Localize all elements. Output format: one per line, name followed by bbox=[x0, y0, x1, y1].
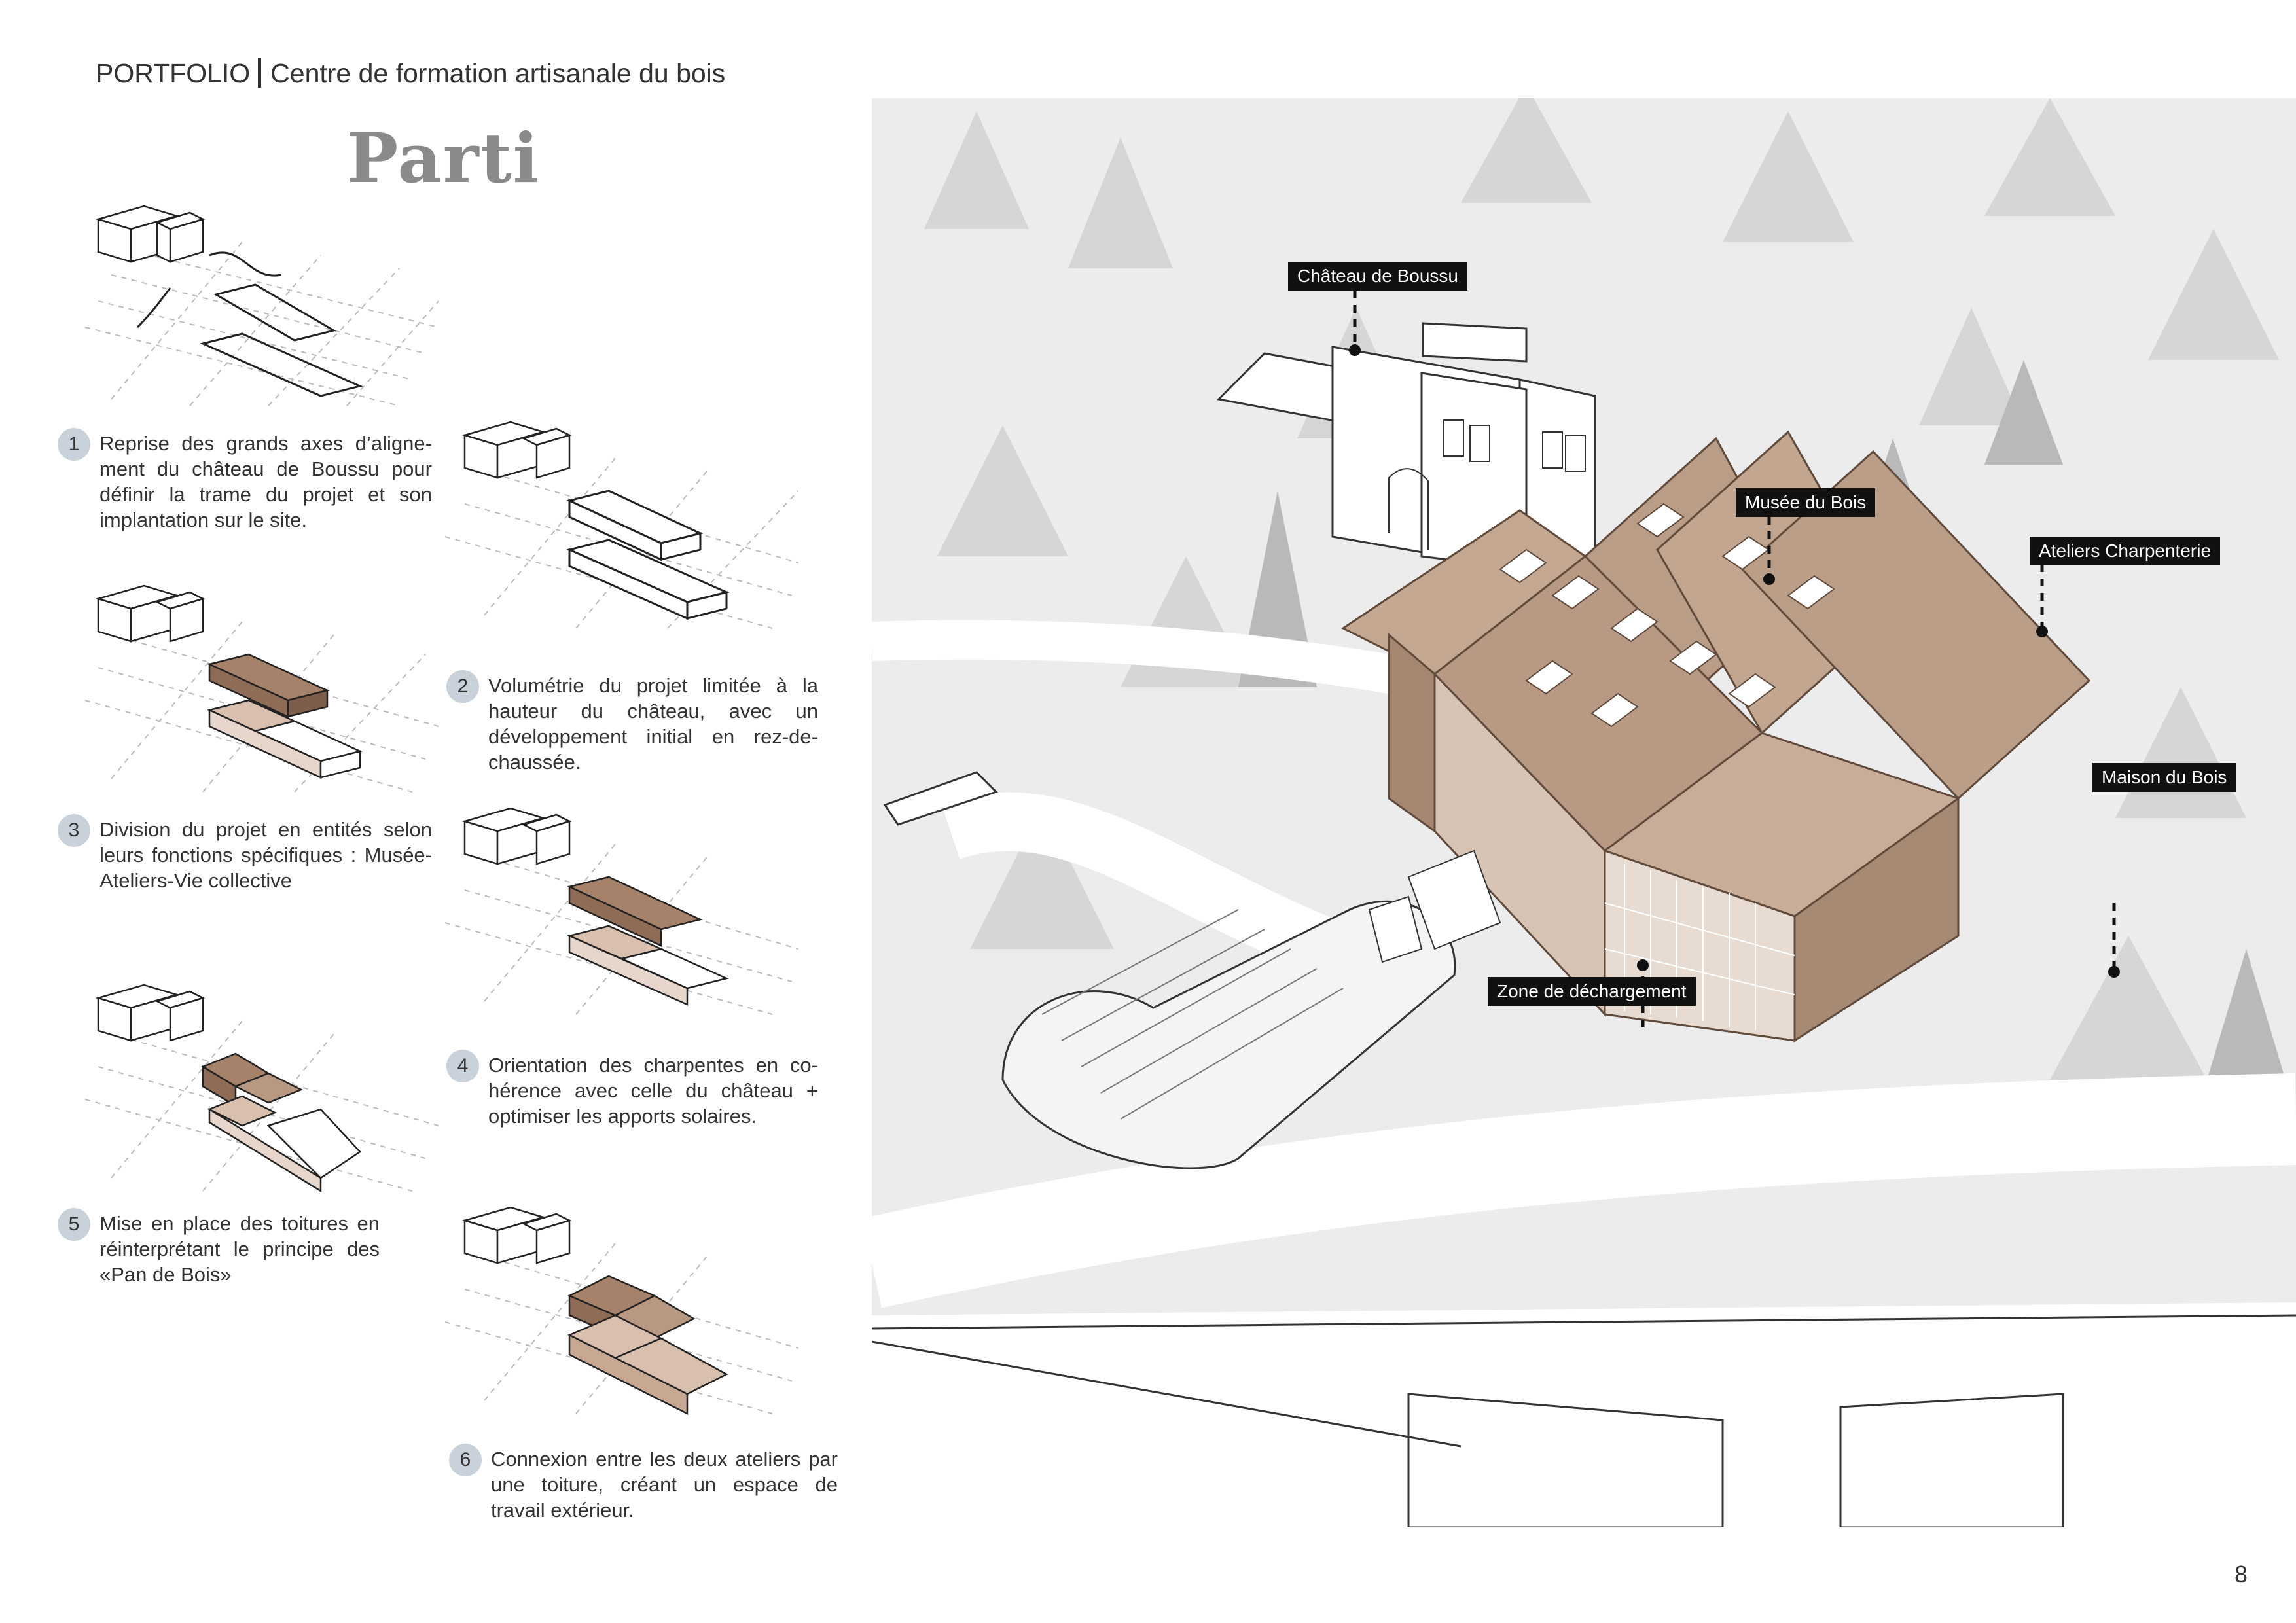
road-front bbox=[862, 1073, 2296, 1308]
step-number-badge: 1 bbox=[58, 428, 90, 461]
step-number-badge: 6 bbox=[449, 1444, 482, 1476]
glass-facade-grid bbox=[1604, 864, 1795, 1031]
timber-complex bbox=[1341, 430, 2091, 1043]
road-back bbox=[871, 620, 1465, 707]
diagram-step-2 bbox=[445, 421, 798, 629]
step-3: 3 Division du projet en entités selon le… bbox=[58, 814, 432, 893]
step-text: Volumétrie du projet limitée à la hauteu… bbox=[488, 674, 818, 774]
step-number-badge: 4 bbox=[446, 1050, 479, 1082]
leader-dots bbox=[1349, 344, 2120, 978]
label-ateliers-charpenterie: Ateliers Charpenterie bbox=[2030, 537, 2221, 565]
step-number-badge: 2 bbox=[446, 670, 479, 703]
greenhouse-ribs bbox=[1041, 909, 1344, 1120]
step-text: Division du projet en entités selon leur… bbox=[99, 818, 432, 892]
step-text: Reprise des grands axes d’aligne-ment du… bbox=[99, 432, 432, 531]
step-text: Connexion entre les deux ateliers par un… bbox=[491, 1448, 838, 1522]
step-number-badge: 5 bbox=[58, 1208, 90, 1241]
path-curve bbox=[941, 792, 1341, 976]
header-separator bbox=[258, 58, 262, 88]
step-number-badge: 3 bbox=[58, 814, 90, 847]
roof-windows bbox=[1499, 503, 1835, 728]
label-zone-de-dechargement: Zone de déchargement bbox=[1488, 977, 1696, 1006]
front-building-right bbox=[1839, 1393, 2064, 1529]
label-maison-du-bois: Maison du Bois bbox=[2092, 763, 2236, 792]
step-5: 5 Mise en place des toitures en réinterp… bbox=[58, 1208, 380, 1287]
step-text: Orientation des charpentes en co-hérence… bbox=[488, 1054, 818, 1128]
step-1: 1 Reprise des grands axes d’aligne-ment … bbox=[58, 428, 432, 533]
diagram-step-6 bbox=[445, 1206, 798, 1416]
step-text: Mise en place des toitures en réinterpré… bbox=[99, 1212, 380, 1286]
axonometric-view: Château de Boussu Musée du Bois Ateliers… bbox=[862, 85, 2296, 1529]
step-4: 4 Orientation des charpentes en co-héren… bbox=[446, 1050, 818, 1129]
header-portfolio: PORTFOLIO bbox=[96, 58, 251, 88]
chateau-windows bbox=[1388, 419, 1586, 550]
step-2: 2 Volumétrie du projet limitée à la haut… bbox=[446, 670, 818, 775]
label-chateau-de-boussu: Château de Boussu bbox=[1288, 262, 1467, 291]
section-title: Parti bbox=[347, 118, 541, 198]
diagram-step-3 bbox=[84, 584, 439, 793]
page-number: 8 bbox=[2234, 1561, 2248, 1588]
step-6: 6 Connexion entre les deux ateliers par … bbox=[449, 1444, 838, 1523]
footbridge bbox=[883, 771, 998, 826]
diagram-step-1 bbox=[84, 205, 439, 406]
label-musee-du-bois: Musée du Bois bbox=[1736, 488, 1876, 517]
header-project-title: Centre de formation artisanale du bois bbox=[270, 58, 726, 88]
delivery-truck bbox=[1368, 849, 1501, 963]
axonometric-drawing bbox=[862, 85, 2296, 1529]
page-header: PORTFOLIO Centre de formation artisanale … bbox=[96, 58, 725, 89]
diagram-step-5 bbox=[84, 984, 439, 1193]
diagram-step-4 bbox=[445, 807, 798, 1015]
